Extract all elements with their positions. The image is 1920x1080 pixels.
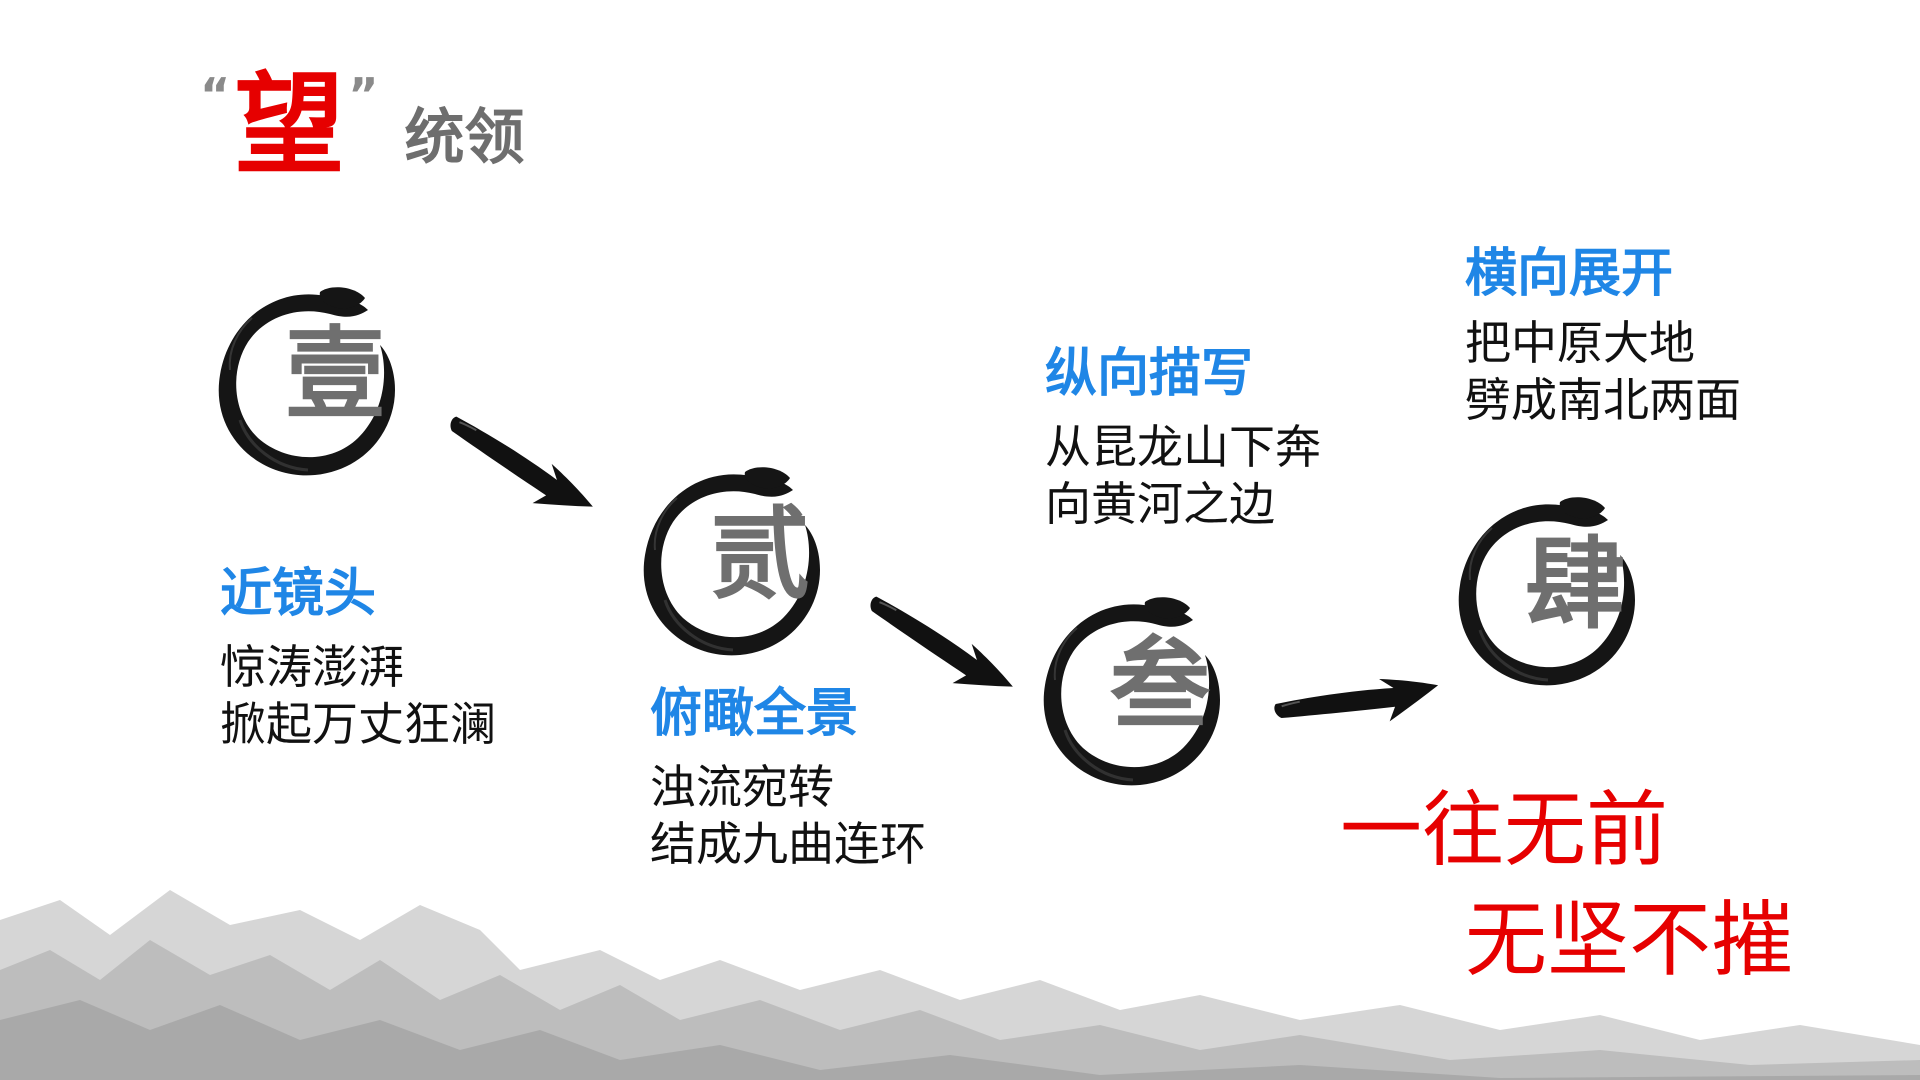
open-quote: “	[200, 68, 231, 122]
step-numeral: 叁	[1110, 626, 1210, 743]
step-numeral: 贰	[710, 496, 810, 613]
step-text-4: 横向展开 把中原大地 劈成南北两面	[1465, 244, 1741, 430]
step-circle-2: 贰	[615, 450, 845, 680]
step-heading: 俯瞰全景	[650, 684, 859, 744]
step-heading: 近镜头	[220, 564, 377, 624]
step-numeral: 壹	[285, 316, 385, 433]
step-heading: 纵向描写	[1045, 344, 1254, 404]
slide-title: “ 望 ” 统领	[200, 60, 524, 180]
step-text-1: 近镜头 惊涛澎湃 掀起万丈狂澜	[220, 564, 496, 754]
brush-arrow-icon	[431, 385, 629, 534]
step-line: 把中原大地	[1465, 315, 1695, 370]
step-circle-3: 叁	[1015, 580, 1245, 810]
step-text-3: 纵向描写 从昆龙山下奔 向黄河之边	[1045, 344, 1321, 534]
step-line: 惊涛澎湃	[220, 639, 404, 694]
mountain-landscape	[0, 890, 1920, 1080]
step-line: 掀起万丈狂澜	[220, 697, 496, 752]
step-line: 结成九曲连环	[650, 817, 926, 872]
step-line: 浊流宛转	[650, 759, 834, 814]
step-numeral: 肆	[1525, 526, 1625, 643]
step-heading: 横向展开	[1465, 244, 1674, 304]
slogan-line-1: 一往无前	[1340, 783, 1669, 878]
title-highlight-char: 望	[234, 61, 345, 189]
step-text-2: 俯瞰全景 浊流宛转 结成九曲连环	[650, 684, 926, 874]
step-line: 劈成南北两面	[1465, 373, 1741, 428]
step-line: 向黄河之边	[1045, 477, 1275, 532]
close-quote: ”	[348, 68, 379, 122]
step-circle-1: 壹	[190, 270, 420, 500]
step-circle-4: 肆	[1430, 480, 1660, 710]
title-rest-text: 统领	[404, 103, 525, 173]
slogan-line-2: 无坚不摧	[1465, 893, 1794, 988]
step-line: 从昆龙山下奔	[1045, 419, 1321, 474]
